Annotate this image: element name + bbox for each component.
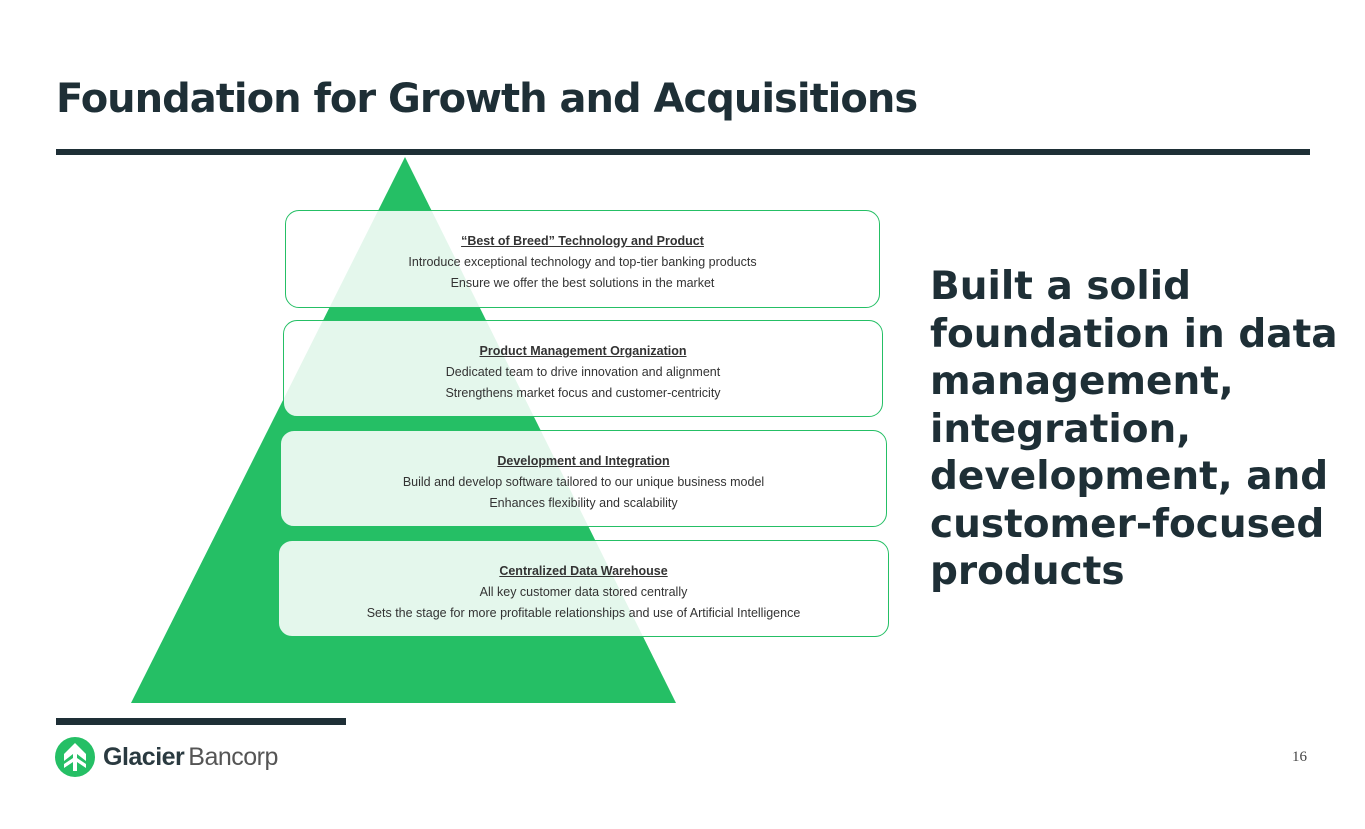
page-number: 16 [1292,749,1307,765]
page-title: Foundation for Growth and Acquisitions [56,76,918,122]
pyramid-layer-data-warehouse: Centralized Data Warehouse All key custo… [278,540,889,637]
layer-heading: Development and Integration [497,454,670,468]
title-divider [56,149,1310,155]
layer-line: Strengthens market focus and customer-ce… [445,386,721,400]
layer-line: All key customer data stored centrally [479,585,688,599]
layer-line: Introduce exceptional technology and top… [408,255,757,269]
layer-heading: Centralized Data Warehouse [499,564,668,578]
layer-heading: Product Management Organization [479,344,687,358]
summary-statement: Built a solid foundation in data managem… [930,264,1338,594]
layer-line: Dedicated team to drive innovation and a… [445,365,721,379]
pyramid-layer-product-management: Product Management Organization Dedicate… [283,320,883,417]
layer-heading: “Best of Breed” Technology and Product [461,234,704,248]
company-logo: Glacier Bancorp [55,737,278,777]
pyramid-layer-technology: “Best of Breed” Technology and Product I… [285,210,880,308]
layer-line: Sets the stage for more profitable relat… [366,606,801,620]
logo-suffix: Bancorp [188,742,278,771]
glacier-tree-icon [55,737,95,777]
layer-line: Enhances flexibility and scalability [489,496,678,510]
logo-brand: Glacier [103,742,185,771]
footer-divider [56,718,346,725]
layer-line: Ensure we offer the best solutions in th… [450,276,715,290]
layer-line: Build and develop software tailored to o… [402,475,765,489]
pyramid-layer-development: Development and Integration Build and de… [280,430,887,527]
